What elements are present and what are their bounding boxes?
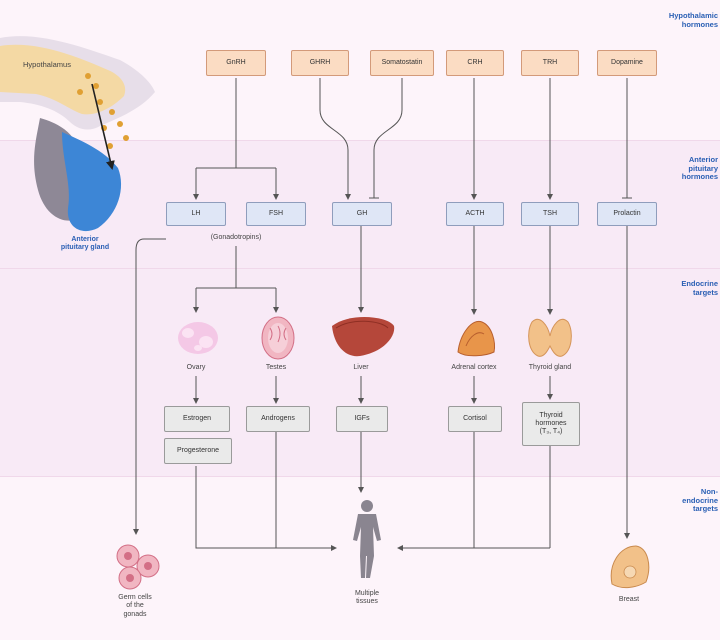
connector bbox=[133, 238, 166, 535]
product-box-progesterone: Progesterone bbox=[164, 438, 232, 464]
band-divider bbox=[0, 268, 720, 269]
hormone-box-crh: CRH bbox=[446, 50, 504, 76]
thyroid-illustration bbox=[528, 318, 572, 357]
ovary-illustration bbox=[178, 322, 218, 354]
hormone-box-acth: ACTH bbox=[446, 202, 504, 226]
side-label-endocrine: Endocrine targets bbox=[681, 279, 718, 297]
product-box-igfs: IGFs bbox=[336, 406, 388, 432]
hormone-box-gnrh: GnRH bbox=[206, 50, 266, 76]
organ-label-ovary: Ovary bbox=[186, 364, 206, 371]
connector bbox=[397, 432, 475, 551]
band-endocrine bbox=[0, 268, 720, 476]
product-box-cortisol: Cortisol bbox=[448, 406, 502, 432]
adrenal-illustration bbox=[457, 320, 495, 357]
hormone-box-prolactin: Prolactin bbox=[597, 202, 657, 226]
hormone-box-gh: GH bbox=[332, 202, 392, 226]
hypothalamus-illustration bbox=[0, 36, 155, 232]
anterior-pituitary-label: Anterior pituitary gland bbox=[60, 236, 110, 252]
band-divider bbox=[0, 140, 720, 141]
organ-label-thyroid-gland: Thyroid gland bbox=[528, 364, 572, 371]
hormone-box-fsh: FSH bbox=[246, 202, 306, 226]
organ-label-testes: Testes bbox=[265, 364, 287, 371]
side-label-nonendocrine: Non- endocrine targets bbox=[682, 487, 718, 514]
product-box-androgens: Androgens bbox=[246, 406, 310, 432]
connector-lines bbox=[133, 78, 632, 551]
hormone-box-lh: LH bbox=[166, 202, 226, 226]
connector bbox=[319, 78, 351, 200]
hormone-box-ghrh: GHRH bbox=[291, 50, 349, 76]
hormone-box-dopamine: Dopamine bbox=[597, 50, 657, 76]
organ-label-adrenal-cortex: Adrenal cortex bbox=[451, 364, 497, 371]
hypothalamus-label: Hypothalamus bbox=[23, 60, 71, 69]
liver-illustration bbox=[332, 316, 395, 357]
breast-illustration bbox=[610, 545, 650, 589]
target-label-germ-cells: Germ cells of the gonads bbox=[118, 594, 152, 618]
target-label-breast: Breast bbox=[618, 596, 640, 603]
connector bbox=[195, 466, 337, 551]
germ-cells-illustration bbox=[116, 544, 160, 590]
product-box-estrogen: Estrogen bbox=[164, 406, 230, 432]
gonadotropins-label: (Gonadotropins) bbox=[210, 234, 262, 241]
testes-illustration bbox=[261, 316, 295, 360]
hormone-box-tsh: TSH bbox=[521, 202, 579, 226]
product-box-thyroid-hormones: Thyroid hormones (T₃, T₄) bbox=[522, 402, 580, 446]
target-label-multiple-tissues: Multiple tissues bbox=[354, 590, 380, 606]
side-label-pituitary: Anterior pituitary hormones bbox=[681, 155, 718, 182]
band-divider bbox=[0, 476, 720, 477]
hormone-box-somatostatin: Somatostatin bbox=[370, 50, 434, 76]
human-figure-illustration bbox=[353, 500, 381, 578]
hormone-box-trh: TRH bbox=[521, 50, 579, 76]
side-label-hypothalamic: Hypothalamic hormones bbox=[668, 11, 718, 29]
organ-label-liver: Liver bbox=[353, 364, 369, 371]
connector bbox=[373, 78, 403, 198]
